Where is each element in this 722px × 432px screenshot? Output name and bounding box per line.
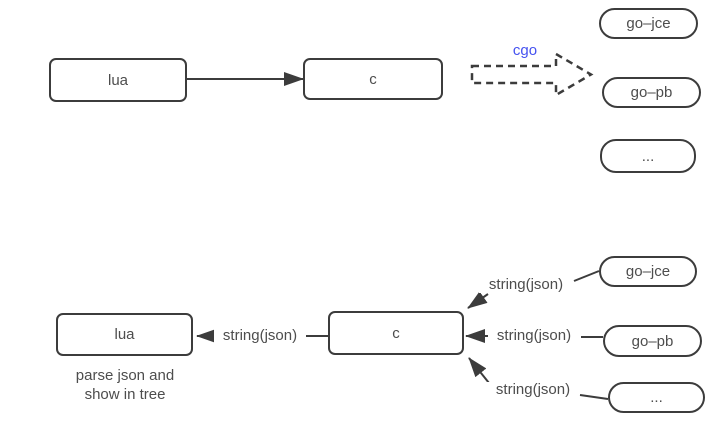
bottom-ellipsis-node: ... <box>608 382 705 413</box>
edge-label-to-c-bottom-arrow <box>468 357 490 384</box>
edge-gojce-to-label-line <box>573 270 600 282</box>
top-c-label: c <box>369 70 377 88</box>
lua-caption-line2: show in tree <box>84 386 166 403</box>
bottom-ellipsis-label: ... <box>650 389 663 406</box>
bottom-go-pb-node: go–pb <box>603 325 702 357</box>
string-json-label-from-ellipsis: string(json) <box>487 382 579 398</box>
string-json-label-from-gojce: string(json) <box>479 277 573 293</box>
bottom-go-pb-label: go–pb <box>631 332 674 350</box>
cgo-edge-label: cgo <box>512 42 538 59</box>
bottom-lua-label: lua <box>114 326 135 343</box>
lua-caption: parse json and show in tree <box>44 366 206 404</box>
top-go-jce-label: go–jce <box>626 15 671 32</box>
top-lua-label: lua <box>107 71 129 89</box>
edge-label-to-c-top-arrow <box>467 291 489 309</box>
string-json-label-c-to-lua: string(json) <box>214 328 306 344</box>
edge-ellipsis-to-label-line <box>579 394 609 400</box>
bottom-go-jce-label: go–jce <box>625 263 671 280</box>
bottom-lua-node: lua <box>56 313 193 356</box>
top-lua-node: lua <box>49 58 187 102</box>
lua-caption-line1: parse json and <box>75 367 175 384</box>
bottom-c-label: c <box>392 324 400 342</box>
top-go-pb-node: go–pb <box>602 77 701 108</box>
bottom-go-jce-node: go–jce <box>599 256 697 287</box>
top-ellipsis-label: ... <box>641 147 655 165</box>
bottom-c-node: c <box>328 311 464 355</box>
top-c-node: c <box>303 58 443 100</box>
top-go-jce-node: go–jce <box>599 8 698 39</box>
top-go-pb-label: go–pb <box>630 84 673 101</box>
string-json-label-from-gopb: string(json) <box>488 328 580 344</box>
edge-cgo-dashed-block-arrow <box>470 51 594 98</box>
top-ellipsis-node: ... <box>600 139 696 173</box>
